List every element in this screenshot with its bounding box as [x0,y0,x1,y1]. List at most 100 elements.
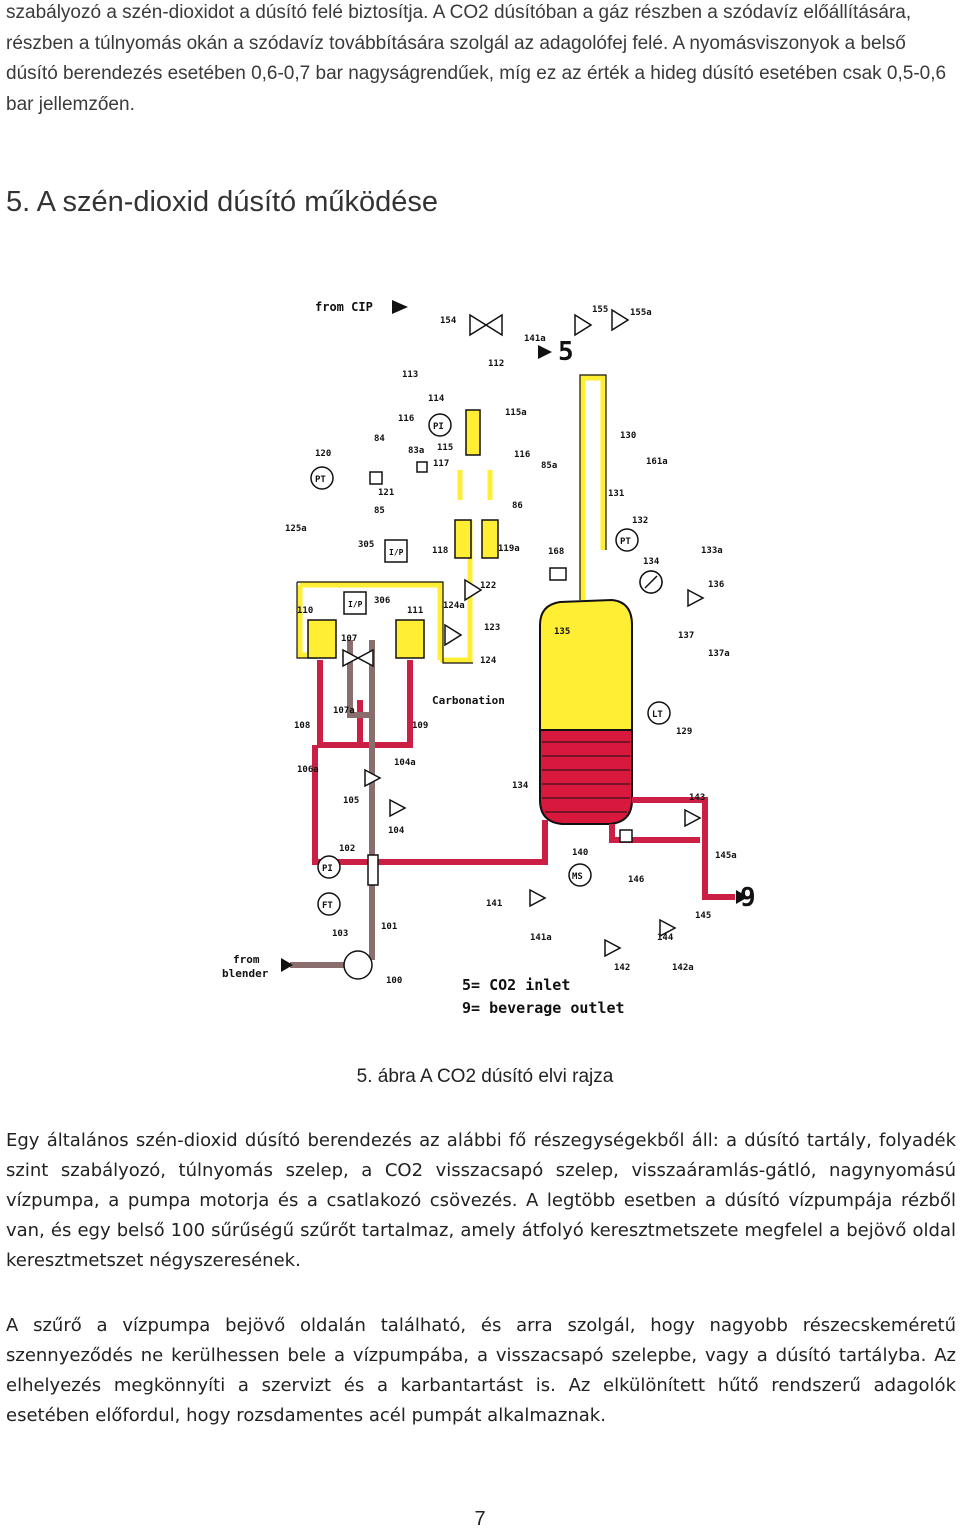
component-number: 108 [294,721,310,731]
co2-inlet-number: 5 [558,337,574,367]
component-number: 84 [374,434,385,444]
component-number: 168 [548,547,564,557]
body-paragraph: A szűrő a vízpumpa bejövő oldalán találh… [6,1315,956,1426]
instrument-label: FT [322,901,333,911]
component-number: 117 [433,459,449,469]
component-number: 114 [428,394,445,404]
component-number: 107a [333,706,355,716]
from-cip-label: from CIP [315,300,373,314]
instrument-label: MS [572,872,583,882]
component-number: 137 [678,631,694,641]
instrument-labels: PT PI PT LT MS PI FT [315,422,663,911]
component-number: 133a [701,546,723,556]
component-number: 110 [297,606,313,616]
component-number: 104a [394,758,416,768]
component-number: 122 [480,581,496,591]
component-number: 145 [695,911,711,921]
component-number: 118 [432,546,448,556]
component-number: 136 [708,580,724,590]
component-number: 121 [378,488,394,498]
component-number: 85 [374,506,385,516]
diagram-labels: from CIP 5 9 Carbonation from blender 5=… [222,300,756,1017]
body-paragraph: Egy általános szén-dioxid dúsító berende… [6,1130,956,1271]
co2-carbonator-diagram: PT PI PT LT MS PI FT from CIP 5 9 Carbon… [222,300,756,1017]
component-number: 100 [386,976,402,986]
section-heading: 5. A szén-dioxid dúsító működése [6,186,439,218]
component-number: 134 [512,781,529,791]
tank [539,598,633,825]
component-number: 155 [592,305,608,315]
figure-caption: 5. ábra A CO2 dúsító elvi rajza [356,1066,614,1087]
pressure-valves [307,409,499,886]
component-number: 141 [486,899,502,909]
component-number: 129 [676,727,692,737]
gauge [639,570,663,594]
component-number: 132 [632,516,648,526]
component-number: 142 [614,963,630,973]
component-number: 131 [608,489,624,499]
instrument-label: PT [620,537,631,547]
component-number: 113 [402,370,418,380]
component-number: 85a [541,461,557,471]
instrument-label: PI [433,422,444,432]
component-number: 141a [524,334,546,344]
component-number: 154 [440,316,457,326]
component-number: 109 [412,721,428,731]
component-number: 144 [657,933,674,943]
component-number: 112 [488,359,504,369]
component-number: 115a [505,408,527,418]
valve-symbols [342,308,705,958]
component-number: 119a [498,544,520,554]
component-number: 101 [381,922,397,932]
component-number: 130 [620,431,636,441]
water-piping-gray [290,640,375,968]
carbonation-label: Carbonation [432,694,505,707]
component-number: 146 [628,875,644,885]
component-number: 104 [388,826,405,836]
instrument-label: PT [315,475,326,485]
component-number: 135 [554,627,570,637]
component-number: 123 [484,623,500,633]
component-number: 143 [689,793,705,803]
component-number: 116 [398,414,414,424]
component-number: 83a [408,446,424,456]
component-number: 306 [374,596,390,606]
component-number: 120 [315,449,331,459]
from-blender-label: blender [222,967,269,980]
component-number: 111 [407,606,423,616]
component-number: 161a [646,457,668,467]
legend-beverage-outlet: 9= beverage outlet [462,999,625,1017]
ip-label: I/P [389,548,404,557]
component-number: 102 [339,844,355,854]
legend-co2-inlet: 5= CO2 inlet [462,976,570,994]
intro-paragraph: szabályozó a szén-dioxidot a dúsító felé… [6,2,947,115]
component-number: 305 [358,540,374,550]
component-number: 107 [341,634,357,644]
component-number: 155a [630,308,652,318]
component-number: 115 [437,443,453,453]
component-number: 145a [715,851,737,861]
component-number: 142a [672,963,694,973]
ip-label: I/P [348,600,363,609]
beverage-outlet-number: 9 [740,883,756,913]
component-number: 141a [530,933,552,943]
from-blender-label: from [233,953,260,966]
component-number: 134 [643,557,660,567]
component-number: 124a [443,601,465,611]
arrows [281,300,748,972]
component-number: 103 [332,929,348,939]
component-number: 140 [572,848,588,858]
instrument-label: PI [322,864,333,874]
component-number: 86 [512,501,523,511]
instrument-label: LT [652,710,663,720]
page-number: 7 [474,1508,486,1530]
component-number: 125a [285,524,307,534]
component-numbers: 154 141a 155 155a 112 113 114 116 115a 1… [285,305,737,986]
component-number: 124 [480,656,497,666]
ip-converters [343,461,633,843]
component-number: 105 [343,796,359,806]
component-number: 106a [297,765,319,775]
component-number: 137a [708,649,730,659]
liquid-piping-red [312,660,735,900]
component-number: 116 [514,450,530,460]
